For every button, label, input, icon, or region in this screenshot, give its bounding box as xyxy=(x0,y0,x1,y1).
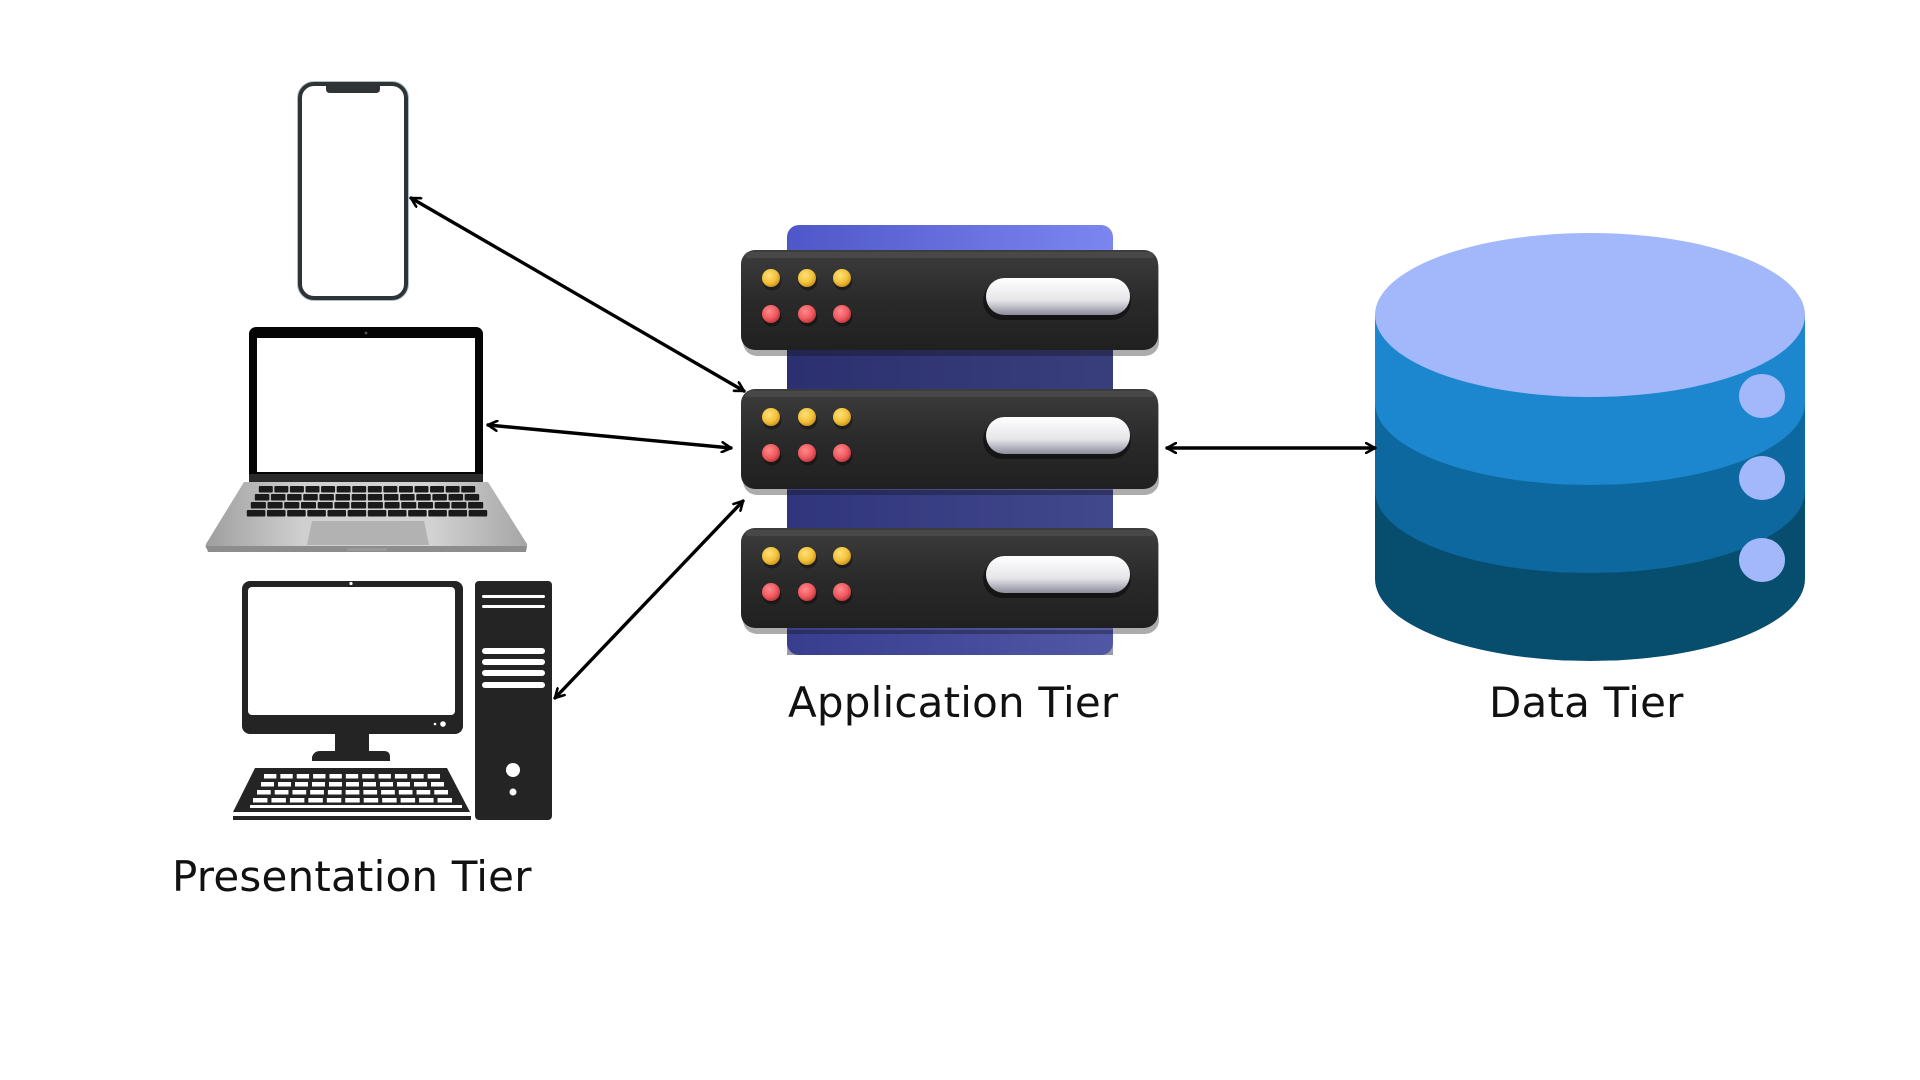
desktop-keyboard xyxy=(250,774,462,808)
status-light-red xyxy=(833,444,851,462)
status-light-yellow xyxy=(833,547,851,565)
presentation-tier-label: Presentation Tier xyxy=(172,852,532,901)
status-light-red xyxy=(762,444,780,462)
tower-case xyxy=(475,581,552,820)
database-indicator xyxy=(1739,538,1785,582)
status-light-yellow xyxy=(762,547,780,565)
status-light-yellow xyxy=(798,547,816,565)
server-unit xyxy=(741,389,1159,495)
drive-bay xyxy=(986,278,1130,315)
status-light-yellow xyxy=(833,269,851,287)
laptop-keyboard xyxy=(246,486,488,517)
arrow-laptop-to-server xyxy=(486,425,733,448)
connections xyxy=(409,196,1377,700)
status-light-red xyxy=(798,305,816,323)
application-tier-label: Application Tier xyxy=(788,678,1119,727)
drive-bay xyxy=(986,556,1130,593)
status-light-yellow xyxy=(798,269,816,287)
status-light-yellow xyxy=(833,408,851,426)
phone-notch xyxy=(326,84,380,93)
database-indicator xyxy=(1739,456,1785,500)
server-unit xyxy=(741,528,1159,634)
database-top xyxy=(1375,233,1805,397)
server-rack-icon xyxy=(741,225,1159,655)
status-light-yellow xyxy=(762,408,780,426)
status-light-yellow xyxy=(798,408,816,426)
laptop-icon xyxy=(205,327,528,552)
status-light-red xyxy=(833,583,851,601)
arrow-phone-to-server xyxy=(409,196,746,393)
status-light-red xyxy=(762,583,780,601)
status-light-red xyxy=(762,305,780,323)
status-light-red xyxy=(798,583,816,601)
data-tier-label: Data Tier xyxy=(1489,678,1684,727)
server-unit xyxy=(741,250,1159,356)
status-light-yellow xyxy=(762,269,780,287)
arrow-desktop-to-server xyxy=(553,499,745,700)
status-light-red xyxy=(798,444,816,462)
status-light-red xyxy=(833,305,851,323)
desktop-computer-icon xyxy=(233,581,552,820)
database-indicator xyxy=(1739,374,1785,418)
smartphone-icon xyxy=(297,81,409,301)
drive-bay xyxy=(986,417,1130,454)
database-icon xyxy=(1375,233,1805,661)
